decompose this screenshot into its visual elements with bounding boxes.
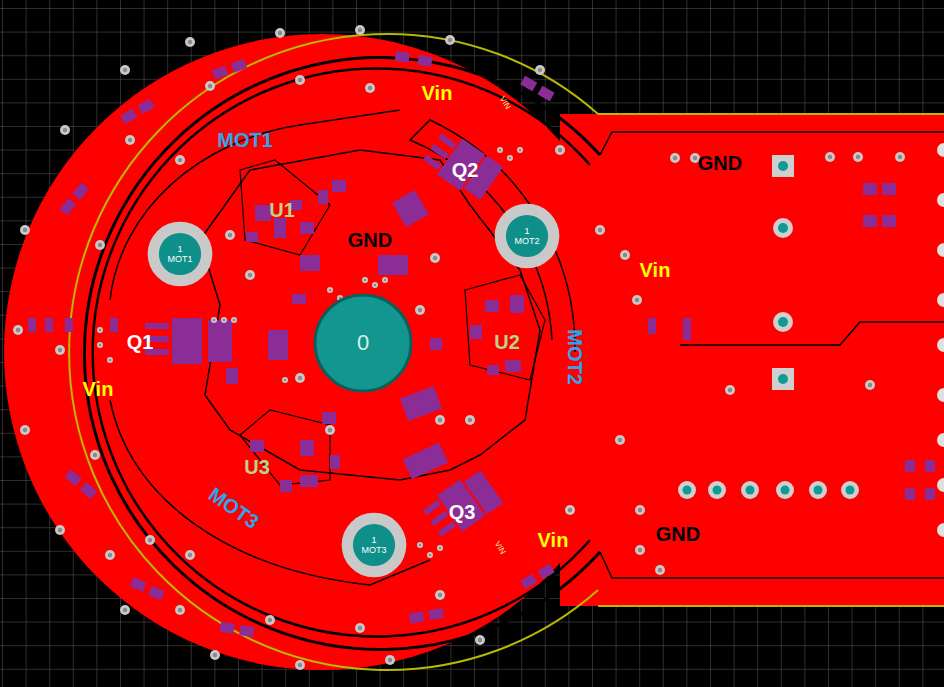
net-label: GND	[698, 153, 742, 173]
connector-label: MOT1	[217, 130, 273, 150]
part-name: U3	[244, 457, 270, 477]
part-name: U2	[494, 332, 520, 352]
mounting-hole: 1MOT1	[147, 221, 213, 287]
net-label: Vin	[640, 260, 671, 280]
mounting-hole: 1MOT2	[494, 203, 560, 269]
net-label: GND	[348, 230, 392, 250]
hole-label: MOT1	[167, 255, 192, 264]
hole-label: 1	[371, 536, 376, 545]
hole-label: 1	[524, 227, 529, 236]
hole-label: 1	[177, 245, 182, 254]
part-name: Q2	[452, 160, 479, 180]
hole-label: MOT3	[361, 546, 386, 555]
center-pad: 0	[313, 293, 413, 393]
connector-label: MOT2	[565, 329, 585, 385]
net-label: GND	[656, 524, 700, 544]
net-label: Vin	[83, 379, 114, 399]
mounting-hole: 1MOT3	[341, 512, 407, 578]
net-label: Vin	[538, 530, 569, 550]
hole-label: MOT2	[514, 237, 539, 246]
part-name: Q1	[127, 332, 154, 352]
pad-number: 0	[357, 332, 369, 354]
net-label: Vin	[422, 83, 453, 103]
part-name: U1	[269, 200, 295, 220]
part-name: Q3	[449, 502, 476, 522]
